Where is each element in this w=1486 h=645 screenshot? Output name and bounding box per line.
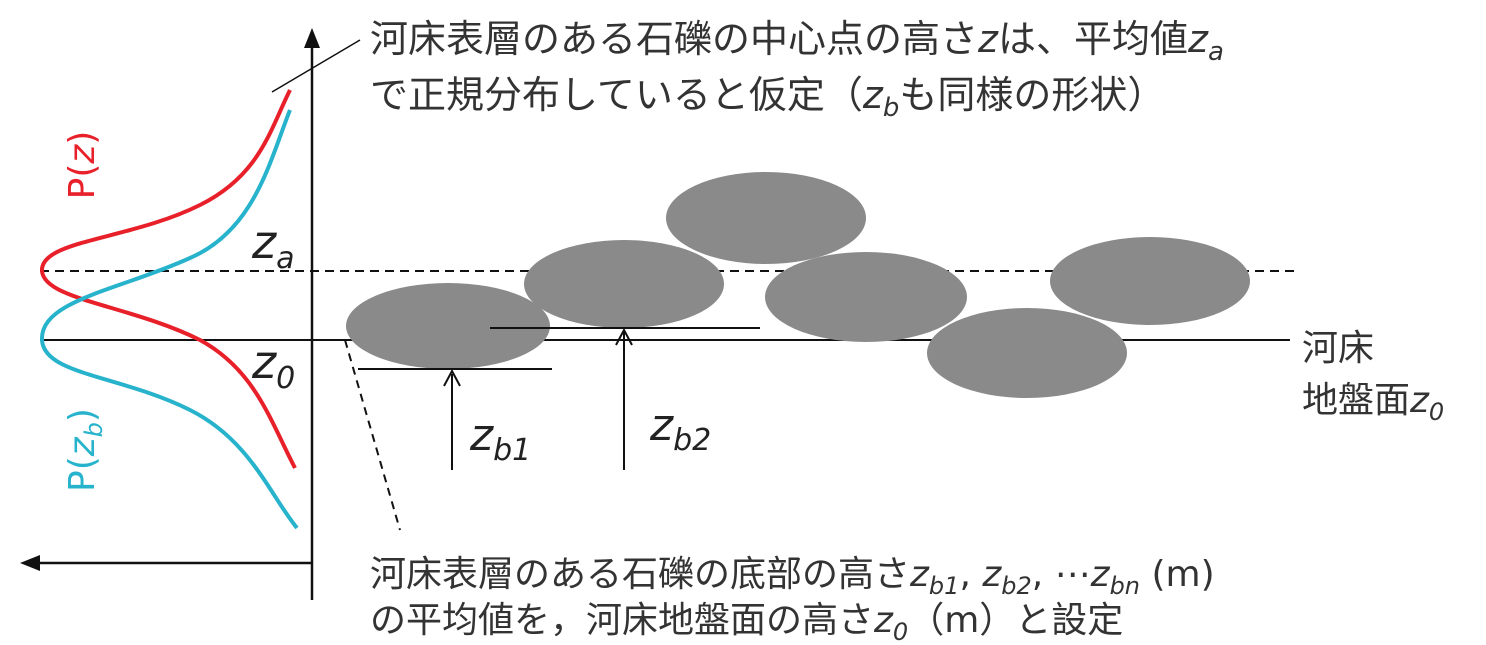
stone-6: [1050, 237, 1250, 325]
pzb-curve: [39, 109, 299, 530]
bottom-annotation-line1: 河床表層のある石礫の底部の高さzb1, zb2, ⋯zbn (m): [370, 554, 1215, 600]
stone-3: [666, 172, 866, 264]
leader-line-top: [271, 39, 361, 93]
zb1-arrowhead: [443, 368, 461, 387]
svg-text:P(z): P(z): [62, 131, 103, 200]
pz-label: P(z): [62, 131, 103, 200]
top-annotation-line1: 河床表層のある石礫の中心点の高さzは、平均値za: [370, 17, 1224, 67]
bottom-annotation-line2: の平均値を，河床地盤面の高さz0（m）と設定: [370, 600, 1123, 645]
vertical-axis-arrowhead: [304, 28, 320, 48]
zb2-label: zb2: [649, 400, 711, 458]
leader-line-bottom: [344, 339, 401, 531]
stone-2: [524, 240, 724, 328]
stone-5: [927, 308, 1127, 398]
stone-1: [346, 283, 550, 369]
pz-curve: [39, 89, 297, 469]
probability-axis-arrowhead: [20, 555, 40, 571]
top-annotation-line2: で正規分布していると仮定（zbも同様の形状）: [370, 73, 1165, 123]
right-label-line2: 地盤面z0: [1302, 380, 1444, 426]
right-label-line1: 河床: [1302, 328, 1374, 369]
zb2-arrowhead: [615, 327, 633, 346]
stone-4: [765, 252, 967, 342]
za-label: za: [251, 215, 295, 276]
zb1-label: zb1: [469, 410, 531, 468]
z0-label: z0: [251, 335, 295, 396]
pzb-label: P(zb): [62, 408, 108, 492]
svg-text:P(zb): P(zb): [62, 408, 108, 492]
